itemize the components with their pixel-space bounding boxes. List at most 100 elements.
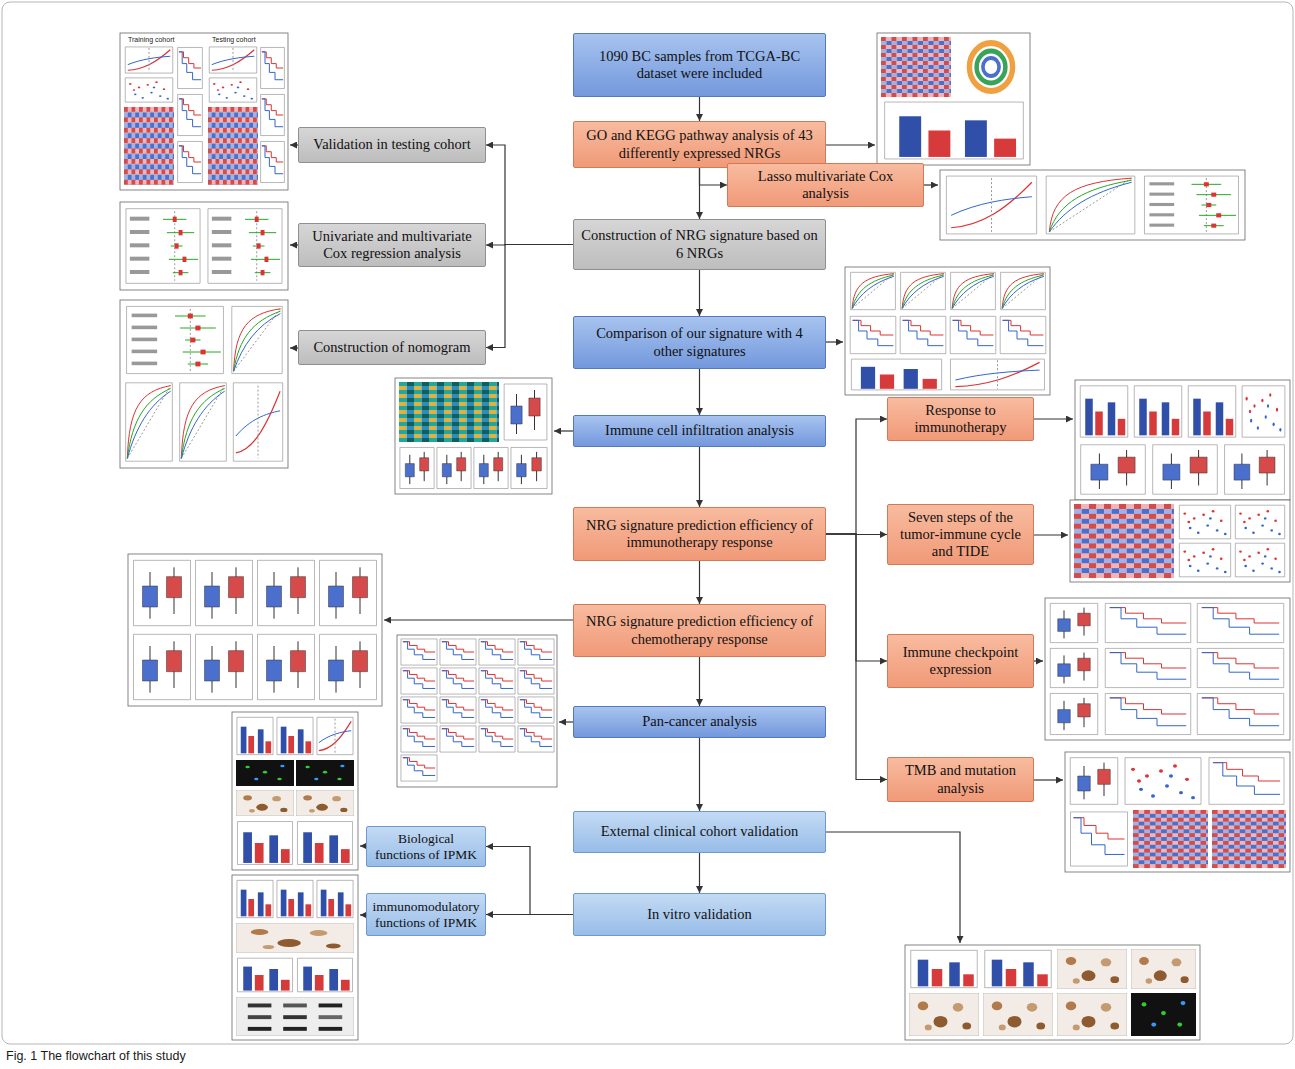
- figure-part: [317, 717, 353, 754]
- figure-part: [1133, 810, 1208, 868]
- process-box: TMB and mutation analysis: [887, 757, 1034, 801]
- figure-part: [1242, 386, 1285, 437]
- process-box: External clinical cohort validation: [573, 811, 826, 853]
- flow-arrow: [699, 270, 700, 316]
- process-box: immunomodulatory functions of IPMK: [366, 893, 486, 936]
- process-box: GO and KEGG pathway analysis of 43 diffe…: [573, 121, 826, 168]
- figure-part: [236, 760, 294, 786]
- figure-part: [845, 267, 1050, 395]
- box-text: Seven steps of the tumor-immune cycle an…: [894, 509, 1027, 560]
- figure-part: [237, 822, 292, 865]
- figure-part: [196, 560, 253, 625]
- flow-arrow: [699, 447, 700, 507]
- figure-part: [826, 144, 875, 145]
- figure-part: [395, 378, 552, 494]
- figure-part: [911, 950, 978, 987]
- figure-part: [277, 717, 313, 754]
- figure-part: [1225, 445, 1285, 494]
- figure-part: [1235, 543, 1284, 577]
- thumbnail-checkpoints: [1045, 598, 1290, 740]
- figure-part: [554, 430, 573, 431]
- box-text: Comparison of our signature with 4 other…: [580, 325, 819, 359]
- figure-part: [1179, 505, 1230, 539]
- figure-part: [258, 634, 315, 699]
- figure-part: [297, 958, 352, 992]
- figure-part: [236, 790, 294, 816]
- figure-part: [437, 447, 471, 488]
- figure-part: [1153, 445, 1218, 494]
- thumbnail-seven-steps: [1070, 500, 1290, 582]
- box-text: NRG signature prediction efficiency of i…: [580, 517, 819, 551]
- thumbnail-immunomodulatory: [232, 875, 358, 1040]
- figure-part: [881, 37, 951, 97]
- panel-title: Training cohort: [127, 36, 175, 43]
- figure-part: [440, 726, 476, 752]
- process-box: Comparison of our signature with 4 other…: [573, 316, 826, 369]
- figure-part: [1188, 386, 1236, 437]
- thumbnail-tmb: [1065, 752, 1290, 872]
- figure-part: [134, 634, 191, 699]
- process-box: Pan-cancer analysis: [573, 706, 826, 738]
- figure-part: [237, 958, 292, 992]
- figure-part: [909, 993, 979, 1036]
- figure-part: [1197, 603, 1283, 642]
- figure-part: [1131, 993, 1196, 1036]
- flow-arrow: [826, 419, 887, 534]
- box-text: Immune checkpoint expression: [894, 644, 1027, 678]
- figure-part: [178, 141, 203, 182]
- figure-part: [1050, 648, 1098, 687]
- figure-part: [397, 635, 557, 787]
- box-text: Immune cell infiltration analysis: [605, 422, 794, 439]
- figure-part: [826, 832, 960, 943]
- figure-part: [1034, 660, 1043, 661]
- thumbnail-chemotherapy: [128, 554, 382, 706]
- figure-part: [877, 33, 1030, 165]
- figure-part: [1001, 272, 1046, 309]
- flow-arrow: [699, 168, 700, 219]
- figure-part: [559, 721, 573, 722]
- thumbnail-infiltration: [395, 378, 552, 494]
- figure-part: [518, 697, 554, 723]
- figure-part: [232, 875, 358, 1040]
- figure-part: [1197, 693, 1283, 734]
- flow-arrow: [699, 738, 700, 811]
- figure-part: [401, 755, 437, 781]
- figure-part: [1065, 752, 1290, 872]
- figure-part: [1045, 598, 1290, 740]
- figure-part: [511, 447, 547, 488]
- figure-caption: Fig. 1 The flowchart of this study: [6, 1049, 186, 1064]
- figure-part: [1209, 758, 1284, 805]
- process-box: Response to immunotherapy: [887, 397, 1034, 441]
- figure-part: [209, 47, 257, 73]
- figure-part: [1075, 380, 1290, 500]
- figure-part: [440, 639, 476, 665]
- figure-part: [290, 144, 298, 145]
- figure-part: [474, 447, 508, 488]
- figure-part: [401, 639, 437, 665]
- figure-part: [261, 141, 285, 182]
- thumbnail-enrichment: [877, 33, 1030, 165]
- figure-part: [261, 94, 285, 135]
- figure-part: [1131, 949, 1196, 989]
- figure-part: [1081, 445, 1146, 494]
- figure-part: [1105, 693, 1191, 734]
- process-box: In vitro validation: [573, 893, 826, 936]
- figure-part: [900, 316, 946, 353]
- figure-part: [1050, 603, 1098, 642]
- figure-part: [126, 209, 200, 284]
- figure-part: [124, 107, 174, 185]
- figure-part: [1125, 758, 1201, 805]
- figure-part: [851, 272, 896, 309]
- figure-part: [518, 639, 554, 665]
- figure-part: [851, 359, 941, 390]
- process-box: Lasso multivariate Cox analysis: [727, 163, 924, 207]
- process-box: Construction of nomogram: [298, 330, 486, 365]
- box-text: GO and KEGG pathway analysis of 43 diffe…: [580, 127, 819, 161]
- figure-part: [128, 554, 382, 706]
- figure-part: [479, 697, 515, 723]
- figure-part: [950, 316, 996, 353]
- figure-part: [905, 945, 1200, 1040]
- figure-part: [1046, 176, 1135, 234]
- figure-part: [479, 726, 515, 752]
- figure-part: [209, 78, 257, 102]
